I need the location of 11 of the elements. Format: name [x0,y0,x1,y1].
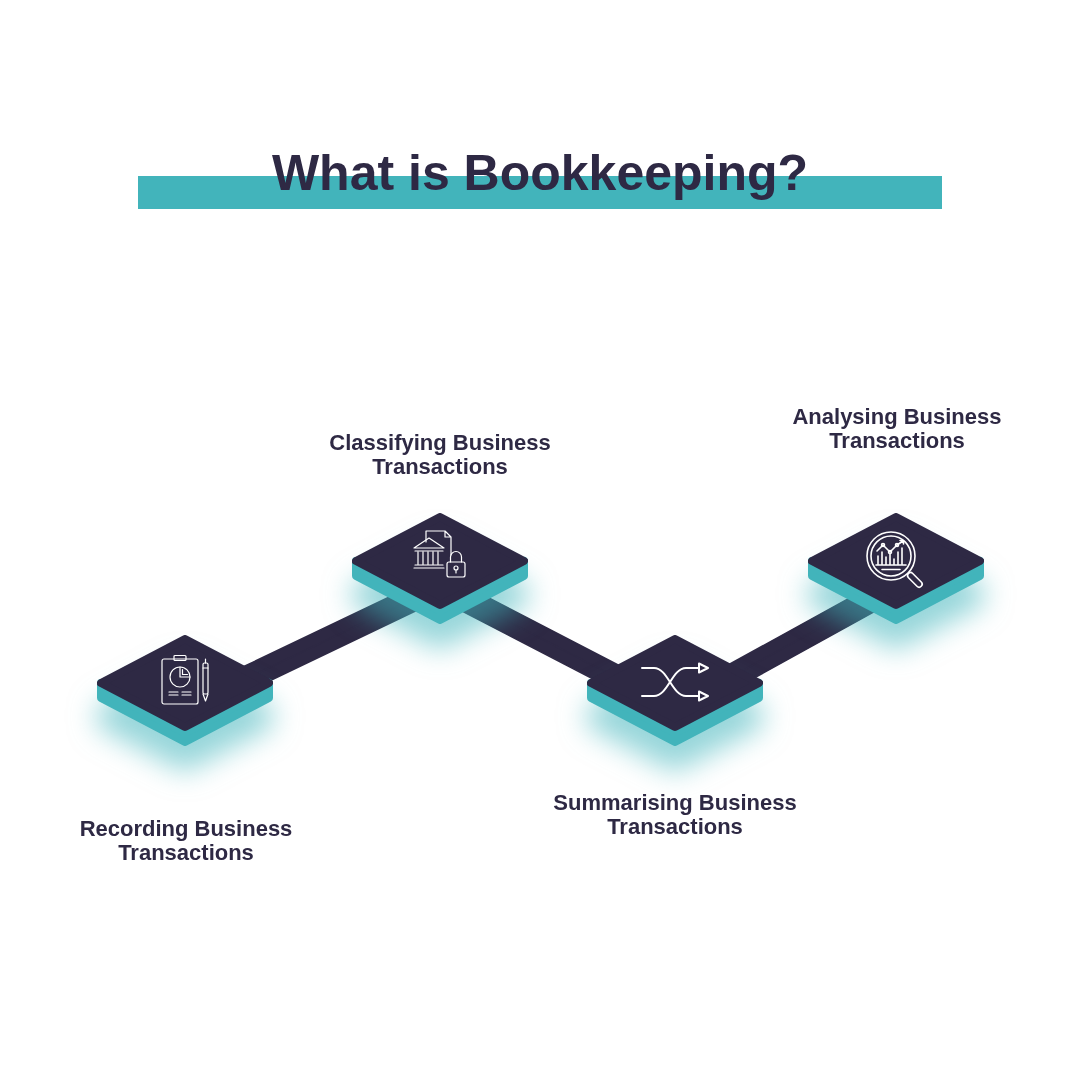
isometric-tile [808,513,984,625]
isometric-tile [587,635,763,747]
step-caption: Analysing Business Transactions [791,405,1003,453]
step-caption: Summarising Business Transactions [552,791,798,839]
connector-band [462,596,620,681]
step-caption: Classifying Business Transactions [328,431,552,479]
connector-band [242,595,417,682]
step-caption: Recording Business Transactions [78,817,294,865]
isometric-tile [352,513,528,625]
isometric-tile [97,635,273,747]
connector-band [728,597,875,679]
